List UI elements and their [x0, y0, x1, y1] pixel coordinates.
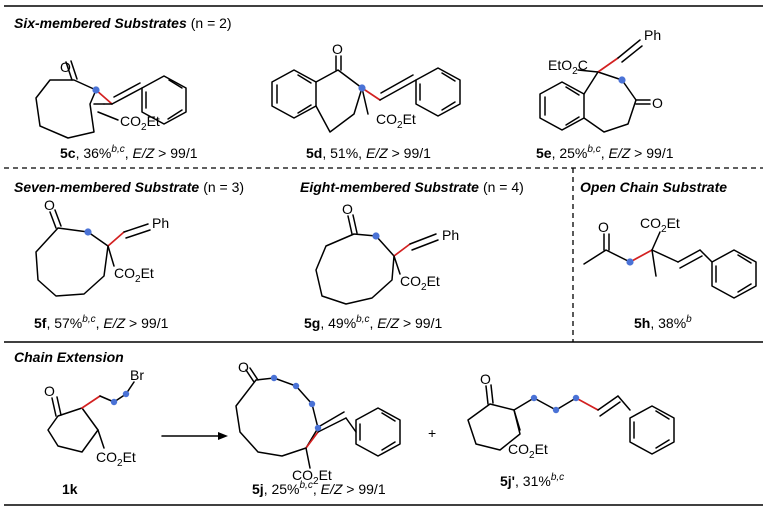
structure-5j [235, 367, 401, 469]
caption-5c: 5c, 36%b,c, E/Z > 99/1 [60, 144, 198, 161]
plus-sign: + [428, 425, 436, 441]
atom-o-5h: O [598, 219, 609, 235]
atom-o-5d: O [332, 41, 343, 57]
atom-eto2c-5e: EtO2C [548, 57, 588, 77]
atom-co2et-5j: CO2Et [292, 467, 332, 487]
caption-5e: 5e, 25%b,c, E/Z > 99/1 [536, 144, 674, 161]
structure-1k [47, 381, 135, 453]
structure-5c [35, 60, 187, 139]
caption-5d: 5d, 51%, E/Z > 99/1 [306, 145, 431, 161]
atom-ph-5f: Ph [152, 215, 169, 231]
header-eight-membered: Eight-membered Substrate(n = 4) [300, 179, 524, 195]
structure-5h [583, 231, 757, 299]
caption-5g: 5g, 49%b,c, E/Z > 99/1 [304, 314, 442, 331]
structure-5d [271, 55, 461, 133]
atom-o-5f: O [44, 197, 55, 213]
atom-ph-5g: Ph [442, 227, 459, 243]
atom-co2et-5j-prime: CO2Et [508, 441, 548, 461]
atom-co2et-5h: CO2Et [640, 215, 680, 235]
atom-br-1k: Br [130, 367, 144, 383]
structure-5j-prime [467, 384, 675, 455]
atom-o-5g: O [342, 201, 353, 217]
atom-co2et-5g: CO2Et [400, 273, 440, 293]
reaction-arrow [161, 432, 228, 440]
structure-5g [315, 214, 439, 305]
atom-o-5j-prime: O [480, 371, 491, 387]
header-open-chain: Open Chain Substrate [580, 179, 727, 195]
atom-o-5c: O [60, 59, 71, 75]
caption-5j-prime: 5j', 31%b,c [500, 472, 564, 489]
atom-ph-5e: Ph [644, 27, 661, 43]
atom-o-1k: O [44, 383, 55, 399]
caption-5j: 5j, 25%b,c, E/Z > 99/1 [252, 480, 386, 497]
atom-o-5e: O [652, 95, 663, 111]
caption-5h: 5h, 38%b [634, 314, 692, 331]
atom-co2et-5d: CO2Et [376, 111, 416, 131]
header-chain-extension: Chain Extension [14, 349, 124, 365]
header-six-membered: Six-membered Substrates(n = 2) [14, 15, 232, 31]
header-seven-membered: Seven-membered Substrate(n = 3) [14, 179, 244, 195]
caption-1k: 1k [62, 481, 78, 497]
caption-5f: 5f, 57%b,c, E/Z > 99/1 [34, 314, 169, 331]
atom-co2et-5f: CO2Et [114, 265, 154, 285]
atom-co2et-5c: CO2Et [120, 113, 160, 133]
structure-5f [35, 209, 151, 297]
atom-co2et-1k: CO2Et [96, 449, 136, 469]
structure-5e [539, 39, 651, 133]
atom-o-5j: O [238, 359, 249, 375]
